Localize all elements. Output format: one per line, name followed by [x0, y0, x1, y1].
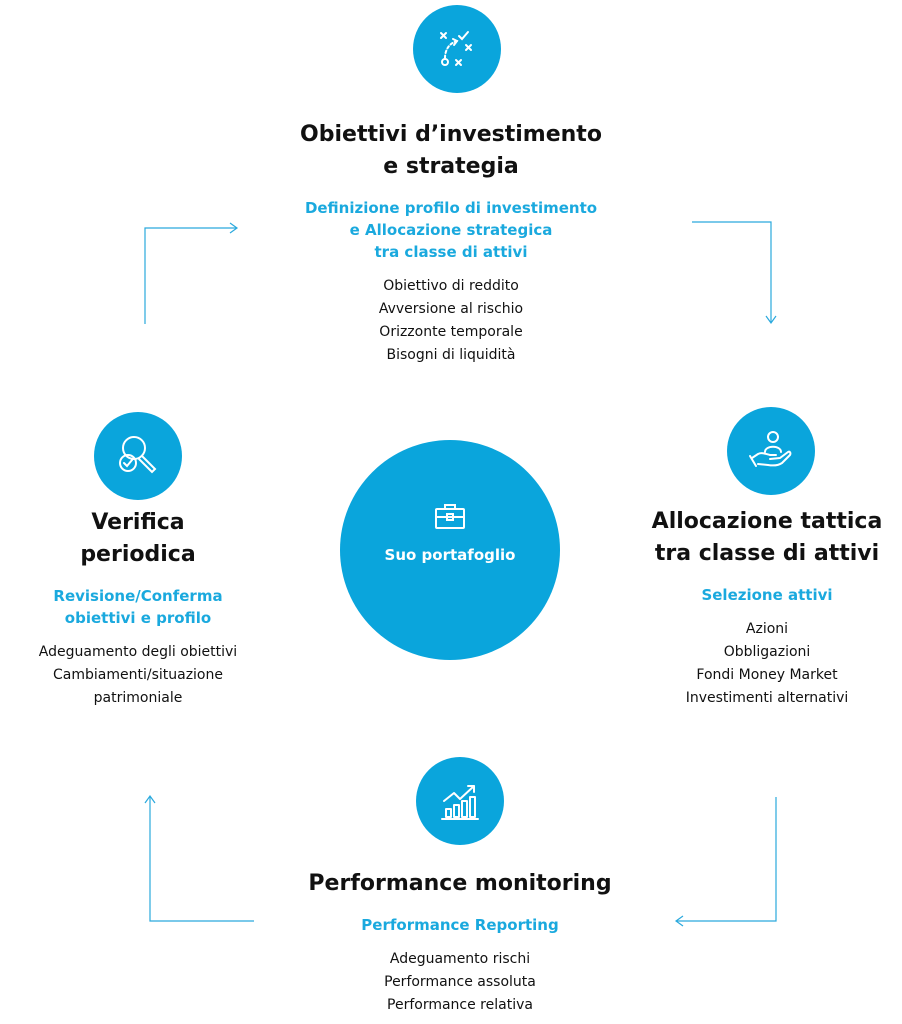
bottom-item: Adeguamento rischi: [389, 951, 531, 967]
right-item: Fondi Money Market: [696, 667, 838, 683]
growth-chart-icon: [441, 785, 479, 820]
top-subtitle-line: tra classe di attivi: [374, 243, 528, 261]
bottom-step-subtitle: Performance Reporting: [250, 914, 670, 936]
right-item: Investimenti alternativi: [685, 690, 849, 706]
left-step-title: Verifica periodica: [0, 507, 276, 571]
connector-right-to-bottom: [677, 797, 777, 922]
top-step-title: Obiettivi d’investimento e strategia: [216, 119, 686, 183]
left-step-items: Adeguamento degli obiettivi Cambiamenti/…: [0, 641, 276, 710]
right-step-subtitle: Selezione attivi: [632, 584, 902, 606]
left-item: Adeguamento degli obiettivi: [38, 644, 238, 660]
left-item: Cambiamenti/situazione: [53, 667, 223, 683]
top-item: Orizzonte temporale: [379, 324, 523, 340]
connector-bottom-to-left: [149, 797, 254, 922]
bottom-step: Performance monitoring Performance Repor…: [250, 868, 670, 1017]
arrowhead-top-to-right: [765, 315, 777, 325]
top-step: Obiettivi d’investimento e strategia Def…: [216, 119, 686, 367]
arrowhead-right-to-bottom: [674, 915, 684, 927]
left-title-line: Verifica: [91, 510, 185, 535]
top-item: Bisogni di liquidità: [386, 347, 516, 363]
left-step-subtitle: Revisione/Conferma obiettivi e profilo: [0, 585, 276, 629]
bottom-item: Performance relativa: [387, 997, 533, 1013]
arrowhead-left-to-top: [229, 222, 239, 234]
right-step: Allocazione tattica tra classe di attivi…: [632, 506, 902, 710]
right-title-line: tra classe di attivi: [654, 541, 880, 566]
magnifier-check-icon: [119, 436, 157, 474]
top-subtitle-line: e Allocazione strategica: [349, 221, 553, 239]
left-item: patrimoniale: [93, 690, 183, 706]
bottom-step-icon-circle: [416, 757, 504, 845]
left-subtitle-line: obiettivi e profilo: [64, 609, 212, 627]
connector-left-to-top: [144, 227, 236, 324]
bottom-title-line: Performance monitoring: [308, 871, 612, 896]
right-item: Azioni: [745, 621, 789, 637]
top-title-line: e strategia: [383, 154, 519, 179]
right-item: Obbligazioni: [723, 644, 811, 660]
right-subtitle-line: Selezione attivi: [701, 586, 833, 604]
portfolio-center-label: Suo portafoglio: [384, 546, 516, 564]
left-step-icon-circle: [94, 412, 182, 500]
right-step-items: Azioni Obbligazioni Fondi Money Market I…: [632, 618, 902, 710]
bottom-subtitle-line: Performance Reporting: [361, 916, 559, 934]
left-subtitle-line: Revisione/Conferma: [53, 587, 223, 605]
top-step-icon-circle: [413, 5, 501, 93]
top-subtitle-line: Definizione profilo di investimento: [304, 199, 598, 217]
top-title-line: Obiettivi d’investimento: [300, 122, 602, 147]
portfolio-center-circle: Suo portafoglio: [340, 440, 560, 660]
connector-top-to-right: [692, 221, 772, 322]
top-item: Obiettivo di reddito: [383, 278, 519, 294]
bottom-item: Performance assoluta: [384, 974, 536, 990]
right-title-line: Allocazione tattica: [651, 509, 883, 534]
left-title-line: periodica: [80, 542, 196, 567]
right-step-icon-circle: [727, 407, 815, 495]
top-item: Avversione al rischio: [378, 301, 524, 317]
hand-person-icon: [749, 431, 792, 467]
strategy-play-icon: [440, 31, 472, 66]
bottom-step-title: Performance monitoring: [250, 868, 670, 900]
briefcase-icon: [435, 504, 465, 529]
arrowhead-bottom-to-left: [144, 794, 156, 804]
left-step: Verifica periodica Revisione/Conferma ob…: [0, 507, 276, 710]
top-step-items: Obiettivo di reddito Avversione al risch…: [216, 275, 686, 367]
bottom-step-items: Adeguamento rischi Performance assoluta …: [250, 948, 670, 1017]
top-step-subtitle: Definizione profilo di investimento e Al…: [216, 197, 686, 263]
right-step-title: Allocazione tattica tra classe di attivi: [632, 506, 902, 570]
